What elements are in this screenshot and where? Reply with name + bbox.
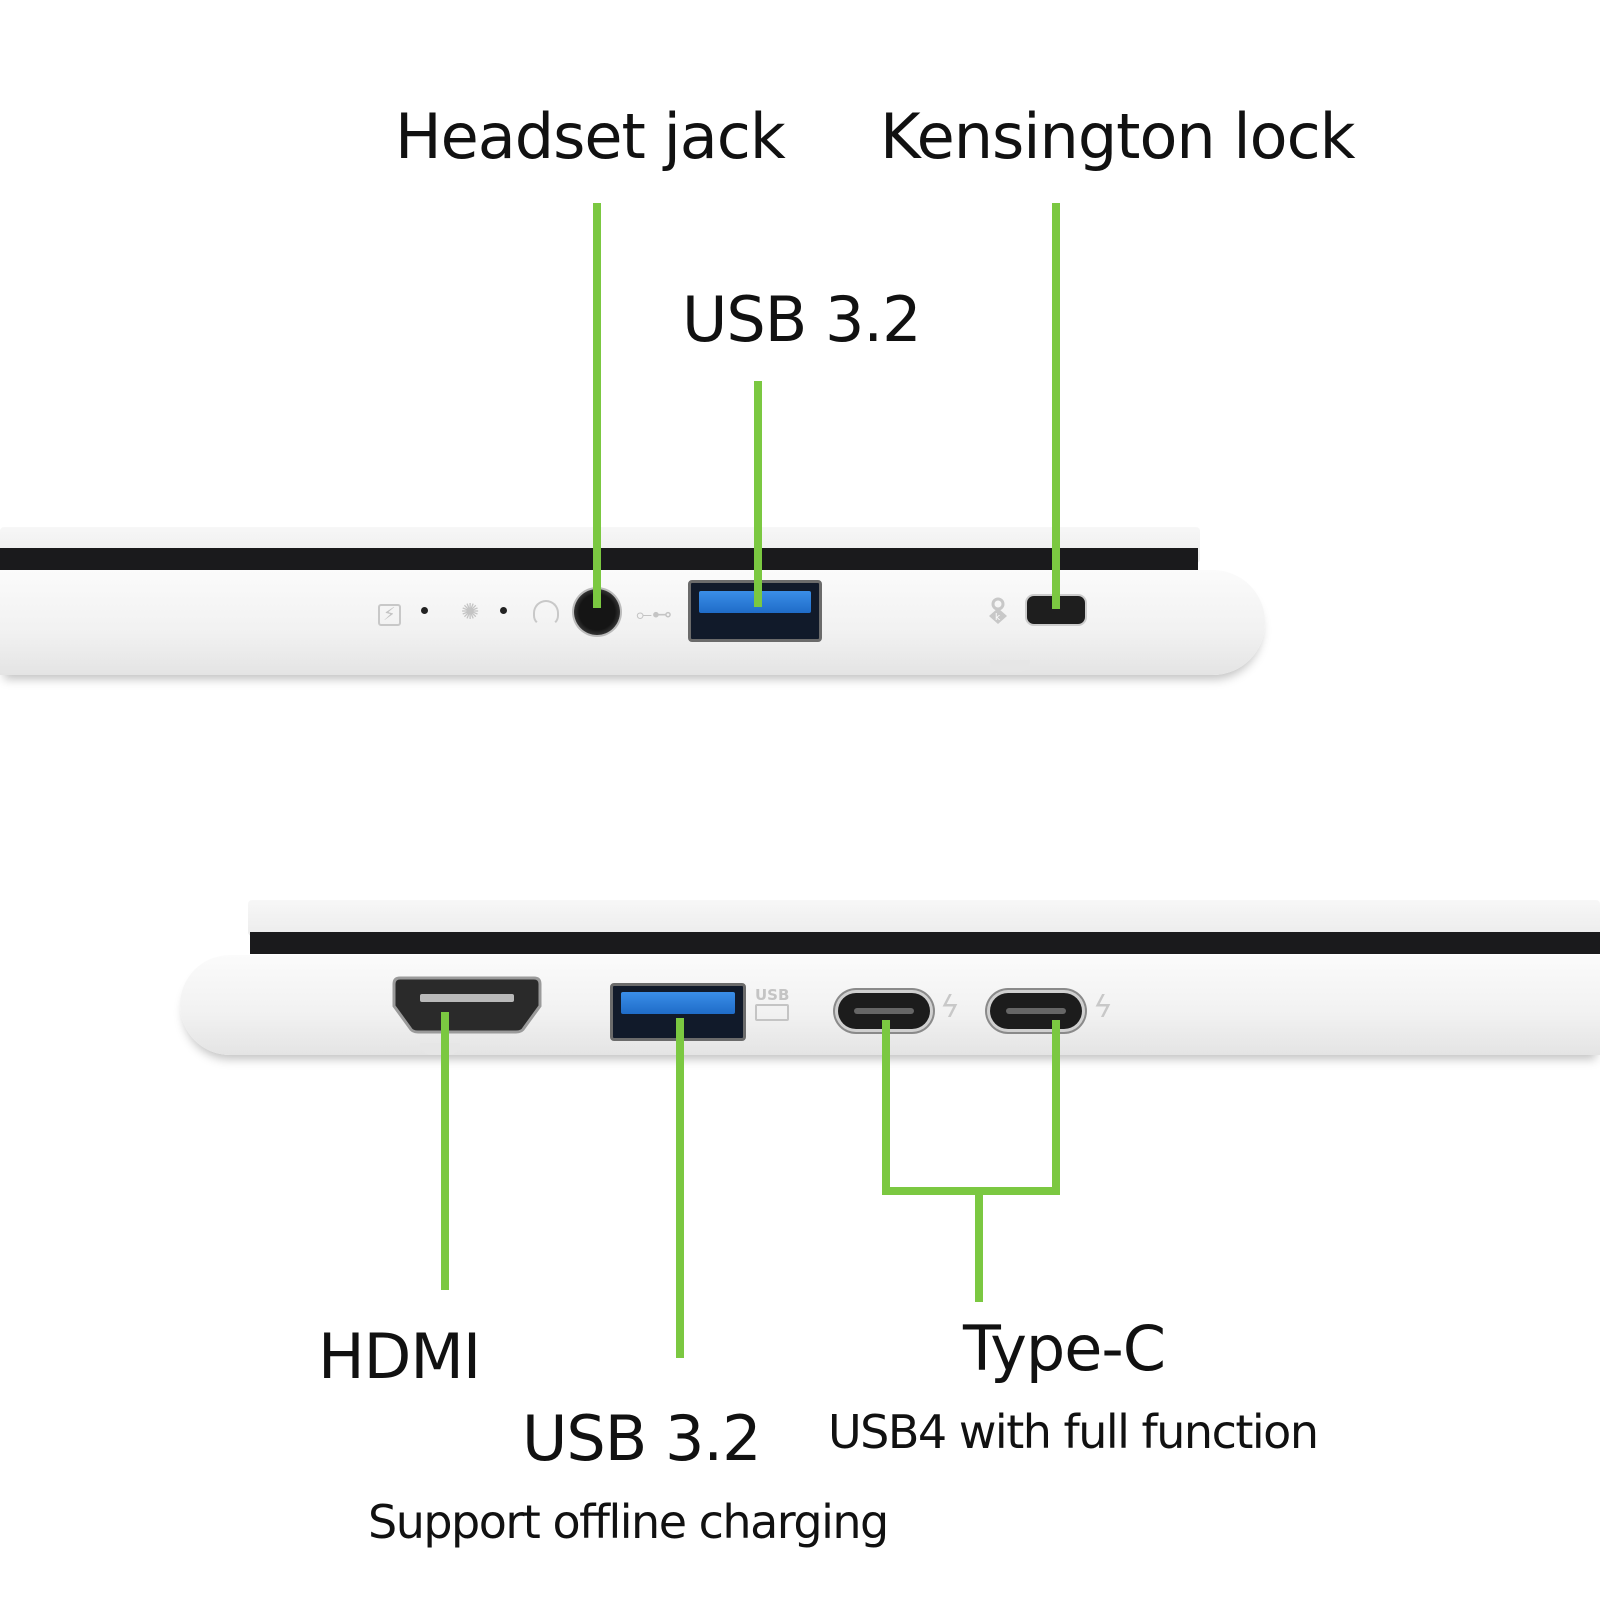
- power-led: [500, 607, 507, 614]
- usb-c-port-2: [990, 993, 1082, 1029]
- usb-bottom-note: Support offline charging: [368, 1495, 889, 1549]
- usb-top-callout-line: [754, 381, 762, 607]
- type-c-label: Type-C: [963, 1312, 1166, 1385]
- headset-icon: [533, 600, 559, 626]
- usb-c-2-callout-line: [1052, 1020, 1060, 1195]
- hdmi-callout-line: [441, 1012, 449, 1290]
- usb-bottom-callout-line: [676, 1018, 684, 1358]
- usb-c-bracket-line: [882, 1187, 1060, 1195]
- type-c-note: USB4 with full function: [828, 1405, 1319, 1459]
- usb-charging-icon: USB: [755, 988, 789, 1021]
- top-foot: [990, 660, 1030, 672]
- svg-text:k: k: [995, 613, 1001, 623]
- usb-c-1-callout-line: [882, 1020, 890, 1195]
- battery-led: [421, 607, 428, 614]
- thunderbolt-icon-2: ϟ: [1093, 990, 1113, 1025]
- hdmi-port: [392, 976, 542, 1034]
- bottom-bezel: [250, 932, 1600, 954]
- hdmi-label: HDMI: [318, 1320, 481, 1393]
- kensington-lock-label: Kensington lock: [880, 100, 1356, 173]
- type-c-callout-stem: [975, 1187, 983, 1302]
- power-light-icon: ✺: [461, 600, 480, 625]
- headset-callout-line: [593, 203, 601, 608]
- bottom-lid: [248, 900, 1600, 936]
- usb-top-label: USB 3.2: [682, 283, 922, 356]
- headset-jack-label: Headset jack: [395, 100, 786, 173]
- usb-bottom-label: USB 3.2: [522, 1402, 762, 1475]
- thunderbolt-icon-1: ϟ: [940, 990, 960, 1025]
- kensington-callout-line: [1052, 203, 1060, 609]
- battery-charging-icon: ⚡: [378, 604, 401, 626]
- usb-icon: ⟜⊷: [636, 602, 672, 626]
- kensington-lock-icon: k: [988, 597, 1008, 625]
- bottom-foot: [420, 1043, 460, 1055]
